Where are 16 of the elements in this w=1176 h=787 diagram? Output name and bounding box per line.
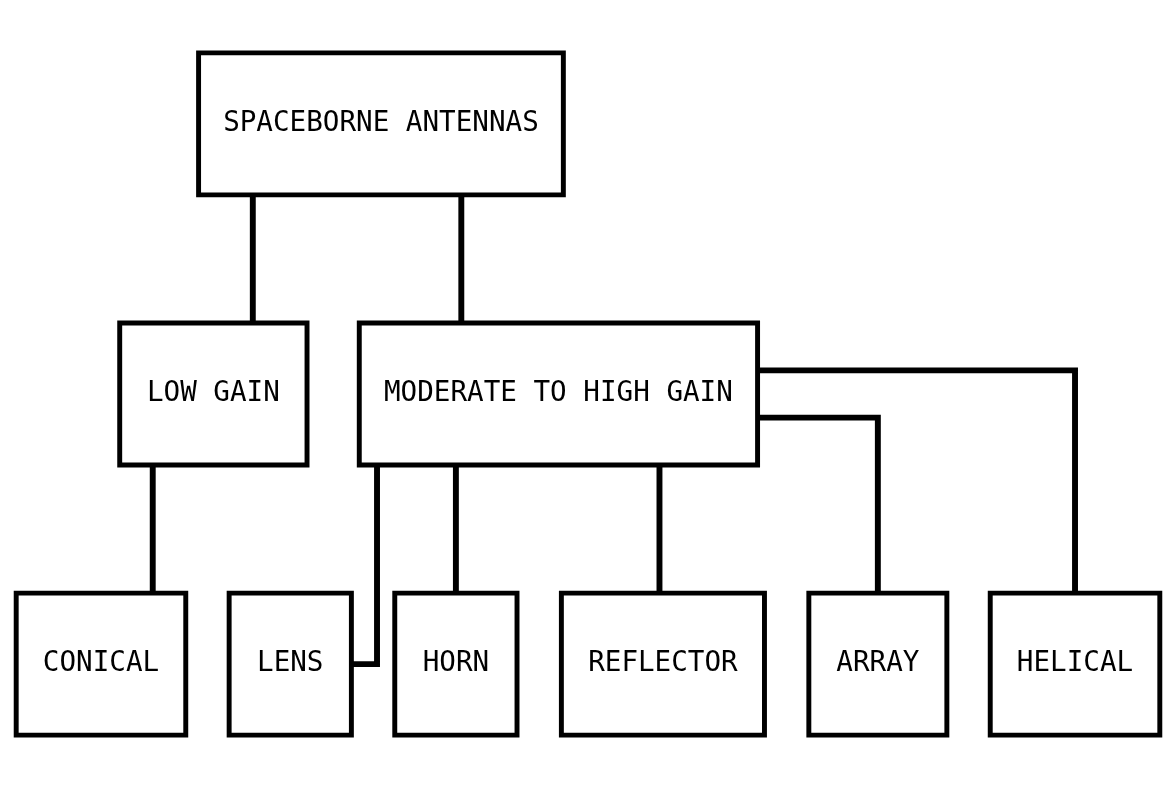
node-box: ARRAY — [806, 590, 950, 738]
connector — [758, 414, 881, 593]
node-box: LOW GAIN — [117, 320, 310, 467]
node-box: MODERATE TO HIGH GAIN — [356, 320, 761, 467]
node-box: REFLECTOR — [558, 590, 767, 738]
node-box: LENS — [226, 590, 354, 738]
node-box: SPACEBORNE ANTENNAS — [196, 49, 566, 197]
connector — [249, 195, 256, 323]
connector — [149, 465, 156, 593]
node-box: HORN — [392, 590, 520, 738]
connector — [758, 366, 1078, 593]
connector — [458, 195, 465, 323]
connector — [656, 465, 663, 593]
connector — [452, 465, 459, 593]
node-box: CONICAL — [13, 590, 189, 738]
node-box: HELICAL — [987, 590, 1163, 738]
